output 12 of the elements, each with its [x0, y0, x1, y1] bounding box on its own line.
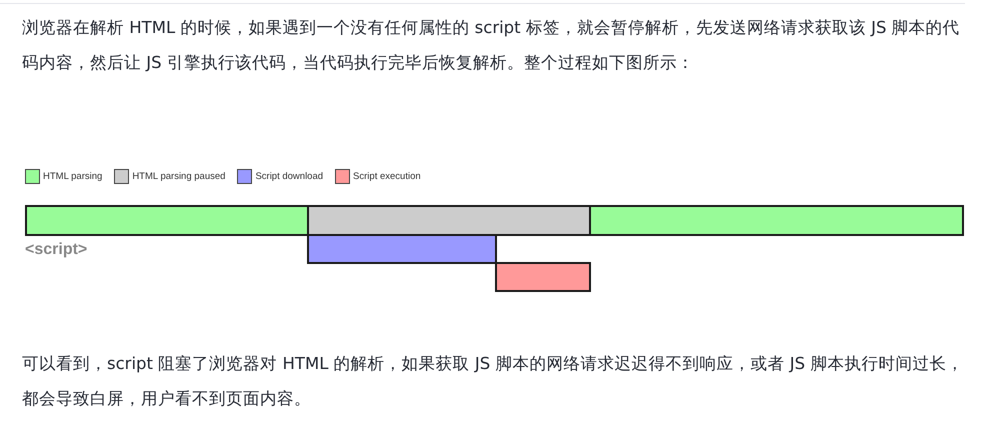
script-tag-label: <script>: [25, 241, 88, 259]
timeline-bar: [589, 205, 964, 236]
paragraph: 可以看到，script 阻塞了浏览器对 HTML 的解析，如果获取 JS 脚本的网络请求迟迟得不到响应，或者 JS 脚本执行时间过长，都会导致白屏，用户看不到页面内容。: [22, 353, 964, 410]
legend-label: Script download: [255, 171, 324, 182]
legend-label: Script execution: [353, 171, 421, 182]
timeline-bar: [495, 262, 591, 292]
timeline-bar: [25, 205, 309, 236]
legend-label: HTML parsing paused: [132, 171, 226, 182]
timeline-bar: [307, 205, 591, 236]
paragraph: 浏览器在解析 HTML 的时候，如果遇到一个没有任何属性的 script 标签，就会暂停解析，先发送网络请求获取该 JS 脚本的代码内容，然后让 JS 引擎执行该代码，当代码执行完毕后恢复解析。整个过程如下图所示：: [22, 17, 961, 74]
legend-label: HTML parsing: [43, 171, 102, 182]
timeline-bar: [307, 234, 497, 264]
